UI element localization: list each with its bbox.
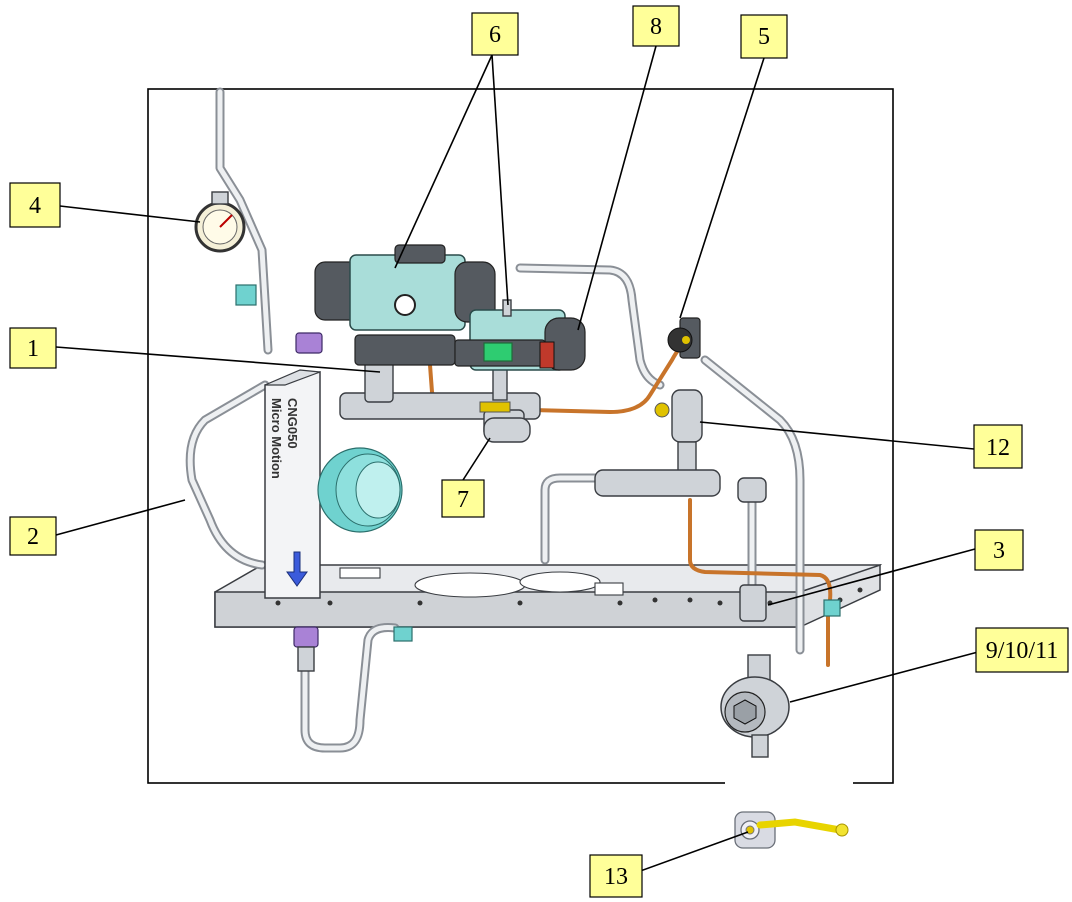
sample-line — [594, 469, 767, 622]
valve-actuator-left — [314, 244, 496, 366]
meter-label-line2: CNG050 — [285, 398, 300, 449]
callout-1: 1 — [9, 327, 57, 369]
transmitter-housing — [317, 447, 403, 533]
leader-4 — [59, 205, 201, 223]
leader-lines — [55, 45, 979, 875]
leader-8 — [577, 45, 657, 331]
callout-6: 6 — [471, 12, 519, 56]
frame-gap — [725, 776, 853, 788]
ball-valve-13 — [734, 811, 849, 849]
coriolis-meter: Micro Motion CNG050 — [264, 369, 321, 599]
leader-5 — [679, 57, 765, 319]
fitting-top — [295, 332, 323, 354]
callout-5: 5 — [740, 14, 788, 59]
ball-valve-7 — [479, 401, 531, 443]
callout-label-9-10-11: 9/10/11 — [986, 638, 1058, 664]
fitting-bottom-stem — [297, 646, 315, 672]
assembly-illustration: Micro Motion CNG050 — [185, 87, 883, 849]
callout-label-12: 12 — [986, 435, 1010, 461]
junction-box-left — [235, 284, 257, 306]
leader-1 — [55, 346, 381, 373]
callout-label-5: 5 — [758, 24, 770, 50]
meter-label-line1: Micro Motion — [269, 398, 284, 479]
leader-12 — [699, 421, 975, 450]
leader-9-10-11 — [789, 651, 979, 703]
callout-7: 7 — [441, 479, 485, 518]
callout-4: 4 — [9, 182, 61, 228]
frame-rails — [185, 87, 805, 753]
callout-label-1: 1 — [27, 336, 39, 362]
callout-label-8: 8 — [650, 14, 662, 40]
flow-direction-arrow — [286, 551, 308, 587]
callout-label-6: 6 — [489, 22, 501, 48]
callout-3: 3 — [974, 529, 1024, 571]
callout-13: 13 — [589, 854, 643, 898]
fitting-bottom — [293, 626, 319, 648]
callout-label-13: 13 — [604, 864, 628, 890]
callout-9-10-11: 9/10/11 — [975, 627, 1069, 673]
callout-label-4: 4 — [29, 193, 41, 219]
callout-12: 12 — [973, 424, 1023, 469]
junction-box-right — [823, 599, 841, 617]
valve-actuator-right — [454, 299, 586, 371]
leader-2 — [55, 499, 186, 536]
strainer-assembly — [720, 654, 790, 758]
filter-regulator — [654, 317, 703, 477]
junction-box-bottom — [393, 626, 413, 642]
base-plate — [214, 563, 883, 629]
callout-8: 8 — [632, 5, 680, 47]
callout-2: 2 — [9, 516, 57, 556]
callout-label-2: 2 — [27, 524, 39, 550]
leader-3 — [767, 548, 976, 606]
leader-13 — [631, 831, 749, 875]
callout-label-3: 3 — [993, 538, 1005, 564]
leader-7 — [462, 437, 491, 481]
diagram-frame — [147, 88, 894, 784]
callout-label-7: 7 — [457, 487, 469, 513]
leader-6a — [394, 54, 493, 269]
pressure-gauge — [194, 191, 246, 253]
leader-6b — [491, 54, 509, 306]
